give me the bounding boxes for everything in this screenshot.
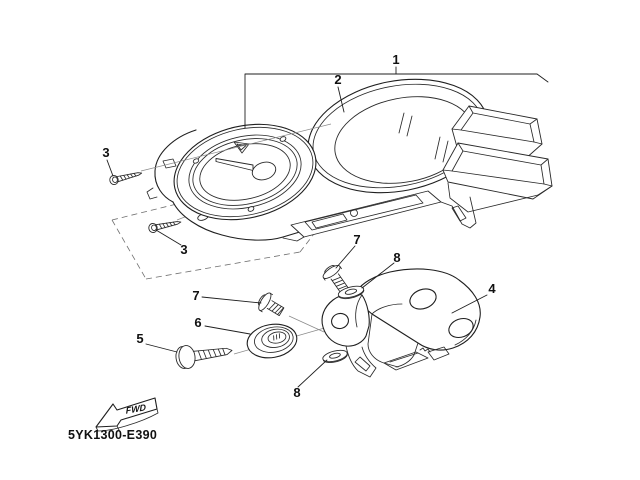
dashed-plane-left-edge [111,219,147,280]
callout-6-label: 6 [194,315,201,330]
bracket-bottom-tab [383,351,429,371]
bolt-7-lower [258,292,285,317]
gauge-needle [215,158,277,181]
callout-7-upper: 7 [335,232,361,269]
bezel-tabs [192,136,287,212]
screw-hole [350,209,358,217]
lower-compartment-frame [442,142,553,200]
callout-7-lower: 7 [192,288,262,304]
speedometer-gauge [140,123,332,221]
callouts: 1 2 3 3 4 5 6 7 [102,52,549,400]
mounting-bracket [321,268,481,378]
rear-housing [442,105,553,213]
callout-3-lower-label: 3 [180,242,187,257]
housing-right-foot [440,196,477,229]
callout-8-upper-label: 8 [393,250,400,265]
grommet-6 [246,323,298,359]
damper-8-lower [322,349,348,363]
bracket-left-ear [321,293,370,347]
callout-3-upper-label: 3 [102,145,109,160]
callout-3-upper: 3 [102,145,114,177]
callout-8-lower: 8 [293,359,328,400]
dashed-plane-top-edge [111,196,206,221]
lens-reflection-marks [398,112,449,163]
bracket-left-foot [345,345,377,378]
callout-4-label: 4 [488,281,496,296]
bracket-hole-upper [409,288,437,310]
housing-bottom-bar [282,190,477,242]
bracket-ear-hole [331,312,349,330]
callout-2-label: 2 [334,72,341,87]
needle-hub [251,161,277,181]
lens-cover [307,78,489,194]
callout-8-lower-label: 8 [293,385,300,400]
callout-7-upper-label: 7 [353,232,360,247]
drawing-number: 5YK1300-E390 [68,428,157,442]
callout-1: 1 [244,52,549,129]
screw-boss-tab [162,158,177,169]
callout-2: 2 [334,72,345,113]
callout-1-label: 1 [392,52,399,67]
bracket-right-foot [419,346,450,361]
fwd-arrow-label: FWD [126,402,147,416]
callout-4: 4 [451,281,496,314]
callout-8-upper: 8 [361,250,401,289]
callout-5-label: 5 [136,331,143,346]
dashed-plane-bottom-edge [145,251,301,280]
screw-3-upper [109,172,143,186]
damper-8-upper [337,285,365,300]
bracket-hole-lower [448,317,474,339]
callout-7-lower-label: 7 [192,288,199,303]
screw-3-lower [148,221,182,234]
screw-5 [175,345,233,369]
fwd-direction-arrow: FWD [95,397,159,432]
callout-5: 5 [136,331,178,353]
callout-3-lower: 3 [155,229,188,257]
callout-6: 6 [194,315,251,335]
